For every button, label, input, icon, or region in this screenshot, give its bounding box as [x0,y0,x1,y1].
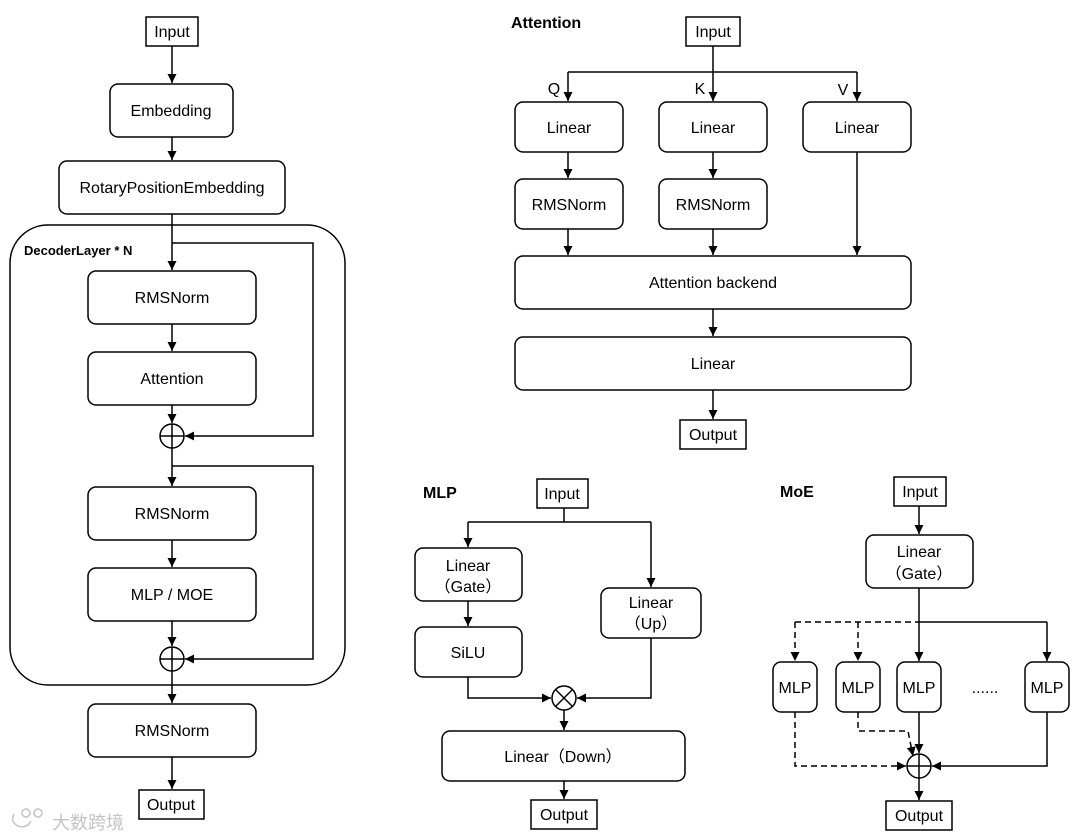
mlp-down-label: Linear（Down） [504,748,621,766]
residual-add-2 [159,646,185,672]
watermark-text: 大数跨境 [52,813,124,834]
moe-input-box [893,476,947,507]
attention-linear-out-label: Linear [691,356,736,373]
mlp-gate-label-2: （Gate） [435,578,502,596]
mlp-output-label: Output [540,807,589,824]
mlp-multiply-node [551,685,577,711]
mlp-output-box [530,799,598,830]
watermark-logo-icon [11,808,43,828]
attention-input-label: Input [695,24,731,41]
moe-gate-label-1: Linear [897,544,942,561]
embedding-label: Embedding [131,103,212,120]
moe-title: MoE [780,484,814,501]
moe-expert-label-1: MLP [779,680,812,697]
moe-input-label: Input [902,484,938,501]
moe-sum-node [906,753,932,779]
attention-norm-q-label: RMSNorm [532,197,607,214]
attention-linear-q-box [514,101,624,153]
attention-title: Attention [511,15,581,32]
attention-output-label: Output [689,427,738,444]
moe-gate-label-2: （Gate） [886,565,953,583]
moe-ellipsis: ...... [972,680,999,697]
attention-v-label: V [838,82,849,99]
decoder-attention-label: Attention [140,371,203,388]
decoder-output-box [138,789,205,820]
mlp-panel [414,478,702,830]
attention-norm-k-label: RMSNorm [676,197,751,214]
watermark: 大数跨境 [11,808,124,834]
moe-panel [772,476,1070,831]
mlp-gate-label-1: Linear [446,558,491,575]
moe-expert-label-2: MLP [842,680,875,697]
residual-path-2 [172,465,314,664]
decoder-panel [9,16,346,820]
attention-norm-q-box [514,178,624,230]
decoder-input-label: Input [154,24,190,41]
residual-add-1 [159,423,185,449]
moe-expert-label-3: MLP [903,680,936,697]
attention-linear-q-label: Linear [547,120,592,137]
moe-output-box [885,800,953,831]
decoder-output-label: Output [147,797,196,814]
residual-path-1 [172,242,314,441]
attention-output-box [679,419,747,450]
mlp-silu-label: SiLU [451,645,486,662]
decoder-norm1-label: RMSNorm [135,290,210,307]
labels: Input Embedding RotaryPositionEmbedding … [24,15,1063,825]
attention-linear-v-label: Linear [835,120,880,137]
mlp-up-label-1: Linear [629,595,674,612]
mlp-up-label-2: （Up） [625,615,677,633]
mlp-input-box [536,478,589,509]
decoder-mlp-moe-label: MLP / MOE [131,587,213,604]
moe-output-label: Output [895,808,944,825]
attention-k-label: K [695,81,706,98]
mlp-title: MLP [423,485,457,502]
attention-backend-label: Attention backend [649,275,777,292]
moe-expert-label-4: MLP [1031,680,1064,697]
decoder-norm2-label: RMSNorm [135,506,210,523]
attention-q-label: Q [548,81,560,98]
attention-panel [514,16,912,450]
decoder-final-norm-label: RMSNorm [135,723,210,740]
attention-linear-k-label: Linear [691,120,736,137]
decoder-layer-container [9,224,346,686]
mlp-input-label: Input [544,486,580,503]
rope-label: RotaryPositionEmbedding [80,180,265,197]
decoder-layer-label: DecoderLayer * N [24,243,132,258]
